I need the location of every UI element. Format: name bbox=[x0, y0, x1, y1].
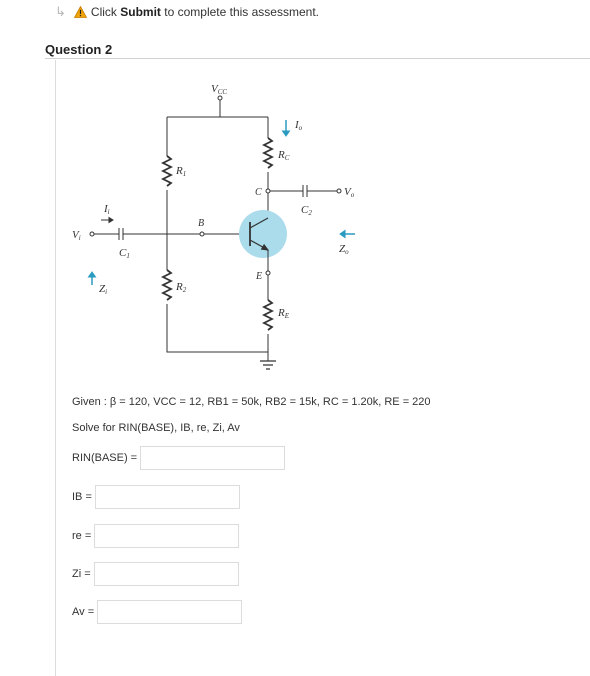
ii-label: Ii bbox=[103, 203, 110, 216]
av-label: Av = bbox=[72, 606, 95, 618]
b-node-label: B bbox=[198, 218, 204, 229]
re-label: re = bbox=[72, 530, 92, 542]
field-ib: IB = bbox=[72, 485, 240, 509]
vo-terminal bbox=[336, 188, 342, 194]
re-label: RE bbox=[277, 307, 290, 320]
rin-base-label: RIN(BASE) = bbox=[72, 452, 138, 464]
zi-label: Zi = bbox=[72, 568, 91, 580]
vcc-label: VCC bbox=[211, 83, 227, 96]
r2-bottom-wire bbox=[166, 304, 268, 353]
b-node bbox=[199, 231, 205, 237]
r1-label: R1 bbox=[175, 165, 186, 178]
vi-label: Vi bbox=[72, 229, 81, 242]
transistor-body bbox=[239, 210, 287, 258]
r2-resistor bbox=[160, 269, 174, 301]
rc-label: RC bbox=[277, 149, 290, 162]
rin-base-input[interactable] bbox=[140, 446, 286, 470]
content-left-border bbox=[55, 60, 56, 676]
notice-prefix: Click bbox=[90, 5, 121, 19]
vi-terminal bbox=[89, 231, 95, 237]
vcc-terminal bbox=[217, 95, 223, 101]
c-node-label: C bbox=[255, 187, 262, 198]
c2-label: C2 bbox=[301, 204, 312, 217]
zi-label: Zi bbox=[99, 283, 107, 296]
io-label: Io bbox=[294, 119, 303, 132]
warning-icon bbox=[73, 6, 87, 18]
transistor-collector bbox=[249, 217, 269, 229]
zi-input[interactable] bbox=[93, 562, 239, 586]
given-values: Given : β = 120, VCC = 12, RB1 = 50k, RB… bbox=[72, 396, 431, 408]
question-divider bbox=[45, 58, 590, 59]
solve-instruction: Solve for RIN(BASE), IB, re, Zi, Av bbox=[72, 422, 240, 434]
submit-keyword: Submit bbox=[120, 5, 161, 19]
zo-label: Zo bbox=[339, 243, 349, 256]
re-resistor bbox=[261, 299, 275, 331]
re-input[interactable] bbox=[94, 524, 240, 548]
ib-input[interactable] bbox=[94, 485, 240, 509]
field-rin-base: RIN(BASE) = bbox=[72, 446, 286, 470]
field-zi: Zi = bbox=[72, 562, 239, 586]
field-re: re = bbox=[72, 524, 240, 548]
rc-resistor bbox=[261, 137, 275, 169]
ib-label: IB = bbox=[72, 491, 92, 503]
return-arrow-icon: ↳ bbox=[55, 4, 66, 19]
av-input[interactable] bbox=[97, 600, 243, 624]
r1-resistor bbox=[160, 155, 174, 187]
e-node bbox=[265, 270, 271, 276]
c-node bbox=[265, 188, 271, 194]
vo-label: Vo bbox=[344, 186, 355, 199]
submit-notice: ↳ Click Submit to complete this assessme… bbox=[55, 4, 319, 20]
notice-suffix: to complete this assessment. bbox=[160, 5, 319, 19]
field-av: Av = bbox=[72, 600, 243, 624]
r2-label: R2 bbox=[175, 281, 187, 294]
question-title: Question 2 bbox=[45, 42, 113, 57]
circuit-diagram: VCC R1 R2 Vi C1 B Ii Zi RC Io C C2 Vo Zo bbox=[72, 83, 355, 370]
c1-label: C1 bbox=[119, 247, 130, 260]
ground-icon bbox=[260, 360, 276, 370]
e-node-label: E bbox=[255, 271, 262, 282]
